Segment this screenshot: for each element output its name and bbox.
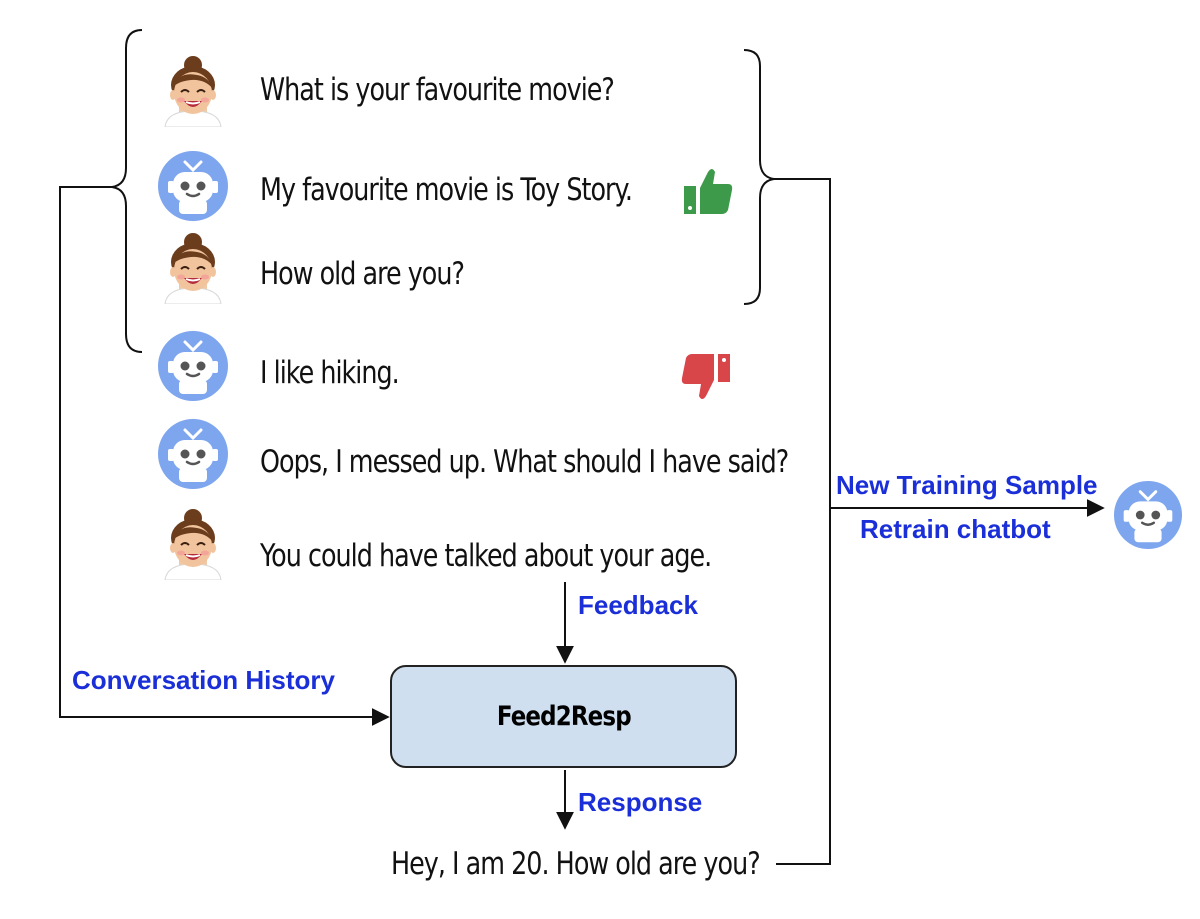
right-sample-brace [743, 49, 775, 305]
retrained-robot-icon [1113, 480, 1183, 550]
robot-avatar-icon [157, 330, 229, 402]
thumbs-up-icon [682, 164, 734, 216]
model-name: Feed2Resp [496, 701, 632, 732]
woman-avatar-icon [157, 508, 229, 580]
woman-avatar-icon [157, 232, 229, 304]
robot-avatar-icon [157, 418, 229, 490]
utterance-2: My favourite movie is Toy Story. [260, 172, 633, 208]
conversation-history-label: Conversation History [72, 665, 335, 695]
utterance-3: How old are you? [260, 256, 465, 292]
feed2resp-model-box: Feed2Resp [390, 665, 737, 768]
output-connector [774, 178, 831, 865]
generated-response: Hey, I am 20. How old are you? [391, 846, 761, 882]
utterance-1: What is your favourite movie? [260, 72, 615, 108]
history-connector [59, 186, 390, 726]
feedback-label: Feedback [578, 590, 698, 620]
left-context-brace [111, 29, 143, 353]
response-label: Response [578, 787, 703, 817]
utterance-5: Oops, I messed up. What should I have sa… [260, 444, 789, 480]
new-training-sample-label: New Training Sample [836, 470, 1098, 500]
thumbs-down-icon [680, 352, 732, 404]
woman-avatar-icon [157, 55, 229, 127]
utterance-4: I like hiking. [260, 355, 400, 391]
robot-avatar-icon [157, 150, 229, 222]
utterance-6: You could have talked about your age. [260, 538, 712, 574]
retrain-chatbot-label: Retrain chatbot [860, 514, 1051, 544]
